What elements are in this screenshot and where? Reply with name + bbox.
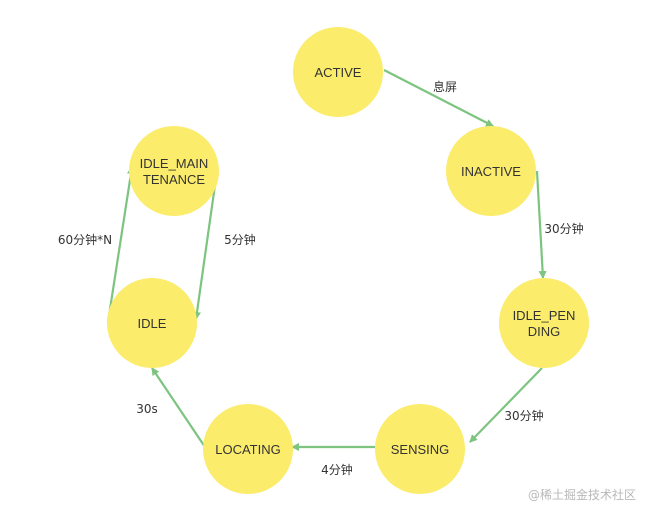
transition-arrow-inactive-to-idle-pending [535,170,547,279]
state-label: SENSING [391,442,450,457]
state-node-sensing: SENSING [375,404,465,494]
state-label: INACTIVE [461,164,521,179]
transition-label-active-to-inactive: 息屏 [433,79,457,94]
state-circle [375,404,465,494]
transition-arrow-idle-to-idle-maintenance [106,166,135,323]
transition-label-locating-to-idle: 30s [136,402,158,416]
state-node-idle: IDLE [107,278,197,368]
state-circle [203,404,293,494]
transition-label-inactive-to-idle-pending: 30分钟 [544,221,583,236]
transition-label-idle-to-idle-maintenance: 60分钟*N [58,232,112,247]
state-circle [107,278,197,368]
state-label: IDLE [138,316,167,331]
transition-labels: 息屏 30分钟 30分钟 4分钟 30s 60分钟*N 5分钟 [58,79,584,477]
state-label: LOCATING [215,442,281,457]
transition-arrow-locating-to-idle [151,367,206,448]
state-label: IDLE_PEN [513,308,576,323]
state-label: TENANCE [143,172,205,187]
transition-arrow-idle-maintenance-to-idle [193,170,219,320]
state-label: ACTIVE [315,65,362,80]
transition-label-sensing-to-locating: 4分钟 [321,462,353,477]
transition-arrow-active-to-inactive [383,69,494,127]
state-node-locating: LOCATING [203,404,293,494]
transitions [106,69,547,451]
state-label: DING [528,324,561,339]
state-circle [293,27,383,117]
transition-label-idle-pending-to-sensing: 30分钟 [504,408,543,423]
state-circle [129,126,219,216]
state-node-active: ACTIVE [293,27,383,117]
state-label: IDLE_MAIN [140,156,209,171]
state-node-inactive: INACTIVE [446,126,536,216]
state-circle [499,278,589,368]
transition-label-idle-maintenance-to-idle: 5分钟 [224,232,256,247]
transition-arrow-idle-pending-to-sensing [469,367,543,443]
state-circle [446,126,536,216]
watermark: @稀土掘金技术社区 [527,488,636,502]
